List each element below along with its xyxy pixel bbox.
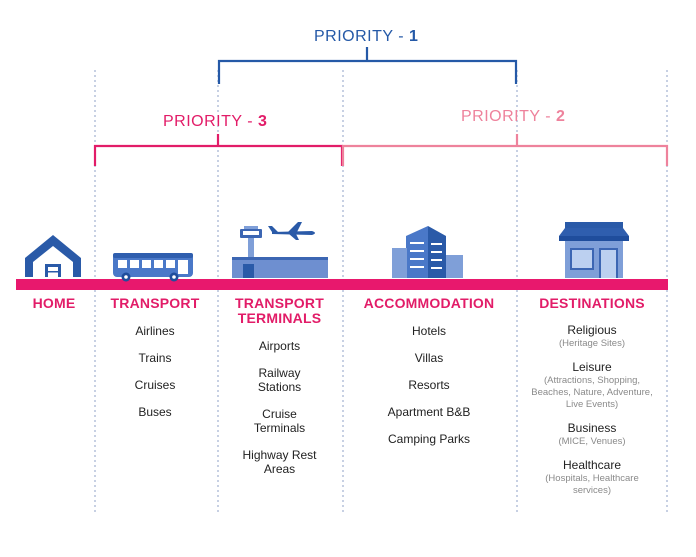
list-item: Airlines [135,324,175,338]
list-item: Camping Parks [387,432,471,446]
list-item: Airports [258,339,301,353]
hotel-building-icon [392,226,463,278]
list-item: Religious (Heritage Sites) [559,323,625,349]
priority-1-bracket [217,47,518,84]
storefront-icon [559,222,629,278]
list-item: Cruise Terminals [253,407,306,435]
column-transport-terminals: TRANSPORT TERMINALS Airports Railway Sta… [223,295,336,477]
list-item: Resorts [408,378,450,392]
column-title: TRANSPORT TERMINALS [235,295,324,326]
list-item: Buses [138,405,172,419]
house-icon [25,235,81,277]
column-title: ACCOMMODATION [363,295,495,311]
list-item: Trains [138,351,172,365]
list-item: Hotels [411,324,446,338]
list-item: Railway Stations [257,366,302,394]
list-item: Cruises [134,378,176,392]
list-item: Leisure (Attractions, Shopping, Beaches,… [531,360,653,410]
column-accommodation: ACCOMMODATION Hotels Villas Resorts Apar… [349,295,509,447]
priority-3-label: PRIORITY - 3 [163,113,268,130]
priority-2-label: PRIORITY - 2 [461,108,566,125]
column-transport: TRANSPORT Airlines Trains Cruises Buses [100,295,210,420]
airport-icon [232,222,328,278]
list-item: Highway Rest Areas [242,448,317,476]
column-title: TRANSPORT [110,295,200,311]
column-destinations: DESTINATIONS Religious (Heritage Sites) … [522,296,662,497]
priority-2-bracket [341,134,669,166]
list-item: Healthcare (Hospitals, Healthcare servic… [545,458,639,496]
list-item: Apartment B&B [387,405,471,419]
priority-1-label: PRIORITY - 1 [314,28,419,45]
column-title: DESTINATIONS [539,295,645,311]
column-home: HOME [18,296,90,311]
column-title: HOME [32,295,76,311]
ground-bar [16,279,668,290]
list-item: Villas [414,351,444,365]
bus-icon [113,253,193,282]
column-separators [94,70,668,515]
list-item: Business (MICE, Venues) [558,421,626,447]
